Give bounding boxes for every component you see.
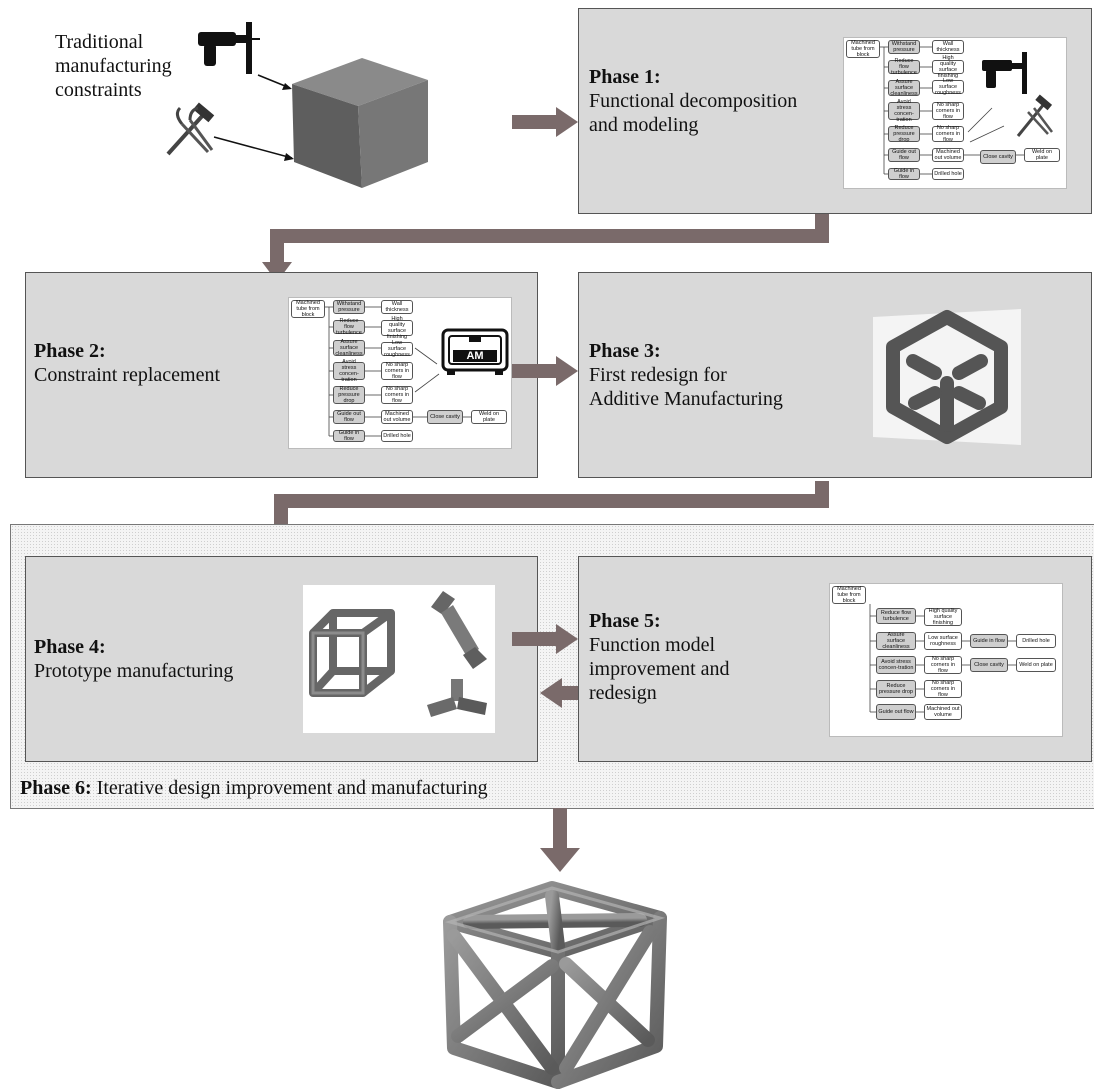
hammer-pliers-icon xyxy=(1016,94,1053,137)
phase5-panel: Phase 5: Function model improvement and … xyxy=(578,556,1092,762)
arrow-phase4-to-phase5 xyxy=(512,624,578,654)
phase3-line2: Additive Manufacturing xyxy=(589,388,783,410)
phase2-title: Phase 2: xyxy=(34,340,106,362)
phase1-line2: and modeling xyxy=(589,114,699,136)
phase5-line2: improvement and xyxy=(589,658,730,680)
phase6-label: Phase 6: Iterative design improvement an… xyxy=(20,776,488,800)
phase4-line1: Prototype manufacturing xyxy=(34,660,234,682)
am-printer-icon: AM xyxy=(441,328,509,376)
arrow-to-phase1 xyxy=(512,107,578,137)
final-lattice-cube xyxy=(443,881,667,1089)
phase4-text: Phase 4: Prototype manufacturing xyxy=(34,635,233,683)
phase3-title: Phase 3: xyxy=(589,340,661,362)
phase2-line1: Constraint replacement xyxy=(34,364,221,386)
hammer-pliers-icon xyxy=(166,102,215,156)
phase6-title: Phase 6: xyxy=(20,777,92,799)
phase4-panel: Phase 4: Prototype manufacturing xyxy=(25,556,538,762)
phase1-line1: Functional decomposition xyxy=(589,90,798,112)
phase5-line1: Function model xyxy=(589,634,716,656)
phase3-panel: Phase 3: First redesign for Additive Man… xyxy=(578,272,1092,478)
phase2-text: Phase 2: Constraint replacement xyxy=(34,339,220,387)
prototype-parts-image xyxy=(303,585,495,733)
arrow-phase2-to-phase3 xyxy=(512,356,578,386)
first-redesign-cube-icon xyxy=(873,309,1021,445)
traditional-constraints-label: Traditional manufacturing constraints xyxy=(55,31,172,101)
arrow-to-final-design xyxy=(540,808,580,872)
phase3-text: Phase 3: First redesign for Additive Man… xyxy=(589,339,783,411)
phase5-function-model: Machined tube from block Reduce flow tur… xyxy=(829,583,1063,737)
phase5-title: Phase 5: xyxy=(589,610,661,632)
phase1-text: Phase 1: Functional decomposition and mo… xyxy=(589,65,797,137)
drill-icon xyxy=(198,22,260,74)
phase5-line3: redesign xyxy=(589,682,657,704)
phase1-title: Phase 1: xyxy=(589,66,661,88)
phase2-function-model: Machined tube from block Withstand press… xyxy=(288,297,512,449)
phase2-panel: Phase 2: Constraint replacement Machined… xyxy=(25,272,538,478)
phase1-function-model: Machined tube from block Withstand press… xyxy=(843,37,1067,189)
phase6-text: Iterative design improvement and manufac… xyxy=(91,777,488,799)
phase3-line1: First redesign for xyxy=(589,364,727,386)
drill-icon xyxy=(982,52,1027,94)
solid-block-cube xyxy=(292,58,428,188)
am-badge: AM xyxy=(466,350,484,362)
phase4-title: Phase 4: xyxy=(34,636,106,658)
phase5-text: Phase 5: Function model improvement and … xyxy=(589,609,730,705)
phase1-panel: Phase 1: Functional decomposition and mo… xyxy=(578,8,1092,214)
